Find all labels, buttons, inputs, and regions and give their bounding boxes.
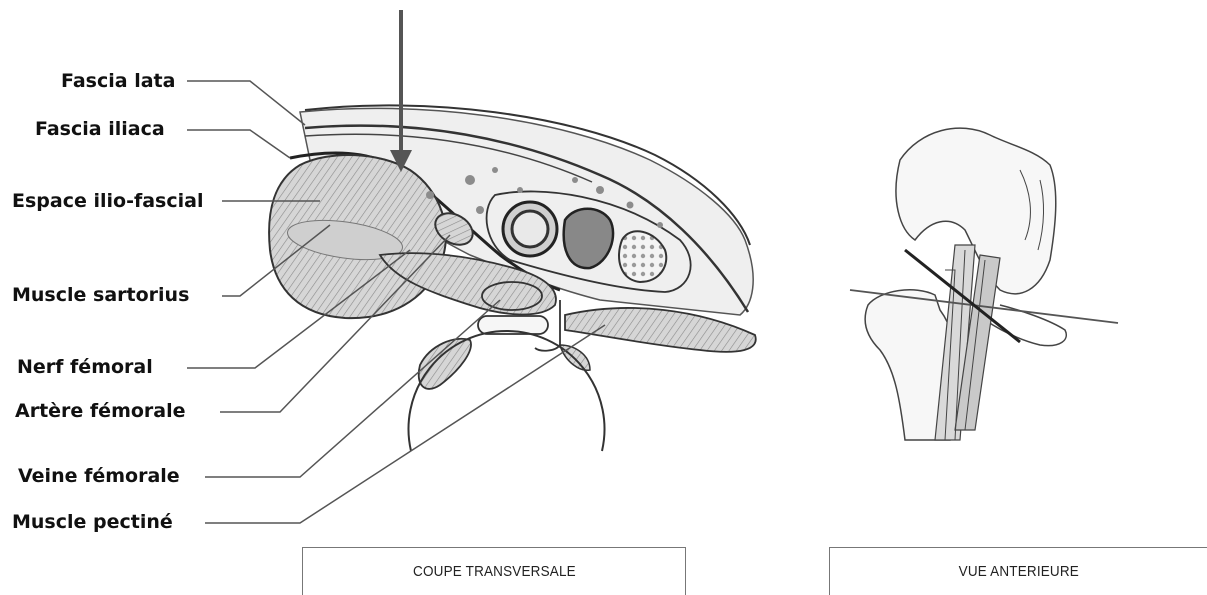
label-veine-femorale: Veine fémorale <box>18 467 180 486</box>
caption-anterior-box: VUE ANTERIEURE <box>829 547 1207 595</box>
label-artere-femorale: Artère fémorale <box>15 402 186 421</box>
caption-anterior: VUE ANTERIEURE <box>958 563 1078 580</box>
label-fascia-iliaca: Fascia iliaca <box>35 120 165 139</box>
pelvis <box>896 128 1056 294</box>
anterior-view <box>850 128 1118 440</box>
label-fascia-lata: Fascia lata <box>61 72 175 91</box>
caption-transverse: COUPE TRANSVERSALE <box>413 563 576 580</box>
label-espace-ilio-fascial: Espace ilio-fascial <box>12 192 203 211</box>
label-muscle-pectine: Muscle pectiné <box>12 513 173 532</box>
label-nerf-femoral: Nerf fémoral <box>17 358 153 377</box>
caption-transverse-box: COUPE TRANSVERSALE <box>302 547 686 595</box>
pectineus-muscle <box>419 339 471 389</box>
label-muscle-sartorius: Muscle sartorius <box>12 286 189 305</box>
